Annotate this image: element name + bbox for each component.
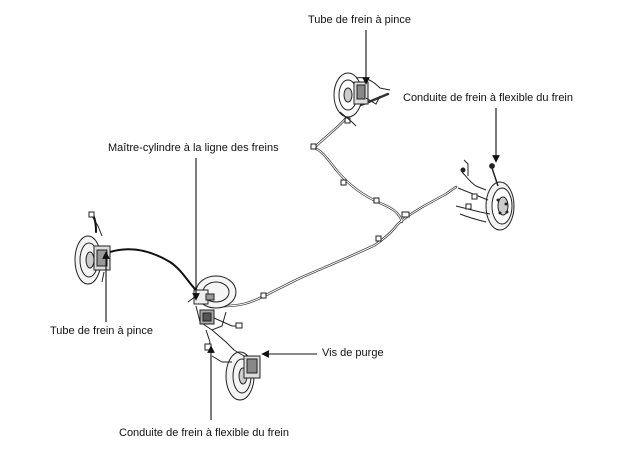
label-top-caliper-pipe: Tube de frein à pince [308,14,411,26]
label-left-caliper-pipe: Tube de frein à pince [50,325,153,337]
label-rear-right-flex-hose: Conduite de frein à flexible du frein [403,92,573,104]
label-bottom-flex-hose: Conduite de frein à flexible du frein [119,427,289,439]
rear-right-brake-assembly [455,159,515,231]
front-left-brake-assembly [74,211,111,285]
pipe-clips [260,117,410,299]
label-master-cylinder-line: Maître-cylindre à la ligne des freins [108,142,279,154]
label-bleed-screw: Vis de purge [322,347,384,359]
leader-lines [102,30,500,420]
brake-pipe-main [222,92,458,308]
master-cylinder-assembly [187,275,243,351]
bottom-brake-assembly [211,349,261,401]
top-brake-assembly [333,72,391,127]
